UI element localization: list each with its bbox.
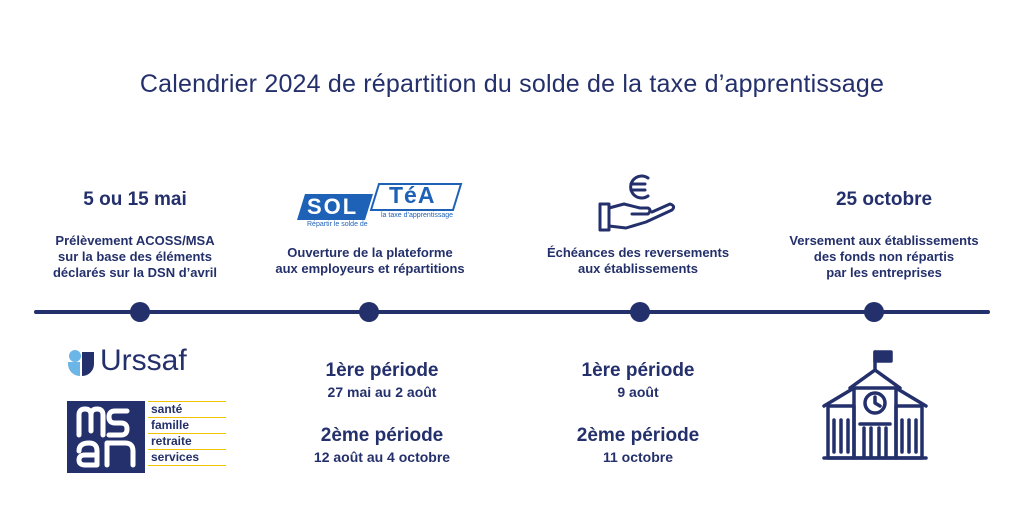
urssaf-symbol-icon [68,350,94,376]
period-title: 2ème période [576,425,700,446]
milestone-description: Échéances des reversements aux établisse… [518,245,758,277]
period-dates: 9 août [617,384,659,400]
description-line: Versement aux établissements [789,233,979,248]
soltea-logo: SOL TéA Répartir le solde de la taxe d’a… [297,182,467,232]
msa-line: services [148,450,226,466]
msa-tagline-list: santé famille retraite services [148,401,226,466]
description-line: aux établissements [578,261,698,276]
reversement-period-1: 1ère période 9 août [518,360,758,400]
soltea-tea-text: TéA [389,182,436,208]
period-title: 2ème période [320,425,444,446]
soltea-sol-text: SOL [307,194,359,219]
platform-period-1: 1ère période 27 mai au 2 août [262,360,502,400]
period-dates: 11 octobre [602,449,674,465]
msa-line: santé [148,401,226,418]
description-line: Ouverture de la plateforme [287,245,453,260]
timeline-dot [359,302,379,322]
milestone-heading: 25 octobre [835,189,933,210]
timeline-dot [130,302,150,322]
urssaf-text: Urssaf [100,344,187,377]
urssaf-logo: Urssaf [66,344,226,380]
platform-period-2: 2ème période 12 août au 4 octobre [262,425,502,465]
description-line: des fonds non répartis [813,249,955,264]
msa-line: famille [148,418,226,434]
description-line: Prélèvement ACOSS/MSA [55,233,215,248]
description-line: Échéances des reversements [546,245,730,260]
reversement-period-2: 2ème période 11 octobre [518,425,758,465]
description-line: sur la base des éléments [58,249,212,264]
description-line: par les entreprises [826,265,942,280]
page-title: Calendrier 2024 de répartition du solde … [139,70,885,98]
msa-logo [67,401,145,473]
period-title: 1ère période [325,360,439,381]
school-building-icon [820,348,930,466]
milestone-heading: 5 ou 15 mai [83,189,187,210]
msa-line: retraite [148,434,226,450]
milestone-reversements: Échéances des reversements aux établisse… [518,245,758,277]
timeline-dot [630,302,650,322]
milestone-platform: Ouverture de la plateforme aux employeur… [250,245,490,277]
timeline-line [34,310,990,314]
soltea-tagline-right: la taxe d’apprentissage [381,212,453,219]
msa-symbol-icon [76,406,136,468]
milestone-description: Versement aux établissements des fonds n… [764,233,1004,281]
timeline-dot [864,302,884,322]
description-line: déclarés sur la DSN d’avril [52,265,218,280]
milestone-description: Ouverture de la plateforme aux employeur… [250,245,490,277]
milestone-october: 25 octobre Versement aux établissements … [764,189,1004,281]
description-line: aux employeurs et répartitions [275,261,465,276]
period-dates: 12 août au 4 octobre [313,449,451,465]
euro-hand-icon [596,170,680,236]
milestone-may: 5 ou 15 mai Prélèvement ACOSS/MSA sur la… [15,189,255,281]
soltea-tagline-left: Répartir le solde de [307,221,368,228]
milestone-description: Prélèvement ACOSS/MSA sur la base des él… [15,233,255,281]
period-dates: 27 mai au 2 août [327,384,437,400]
period-title: 1ère période [581,360,695,381]
